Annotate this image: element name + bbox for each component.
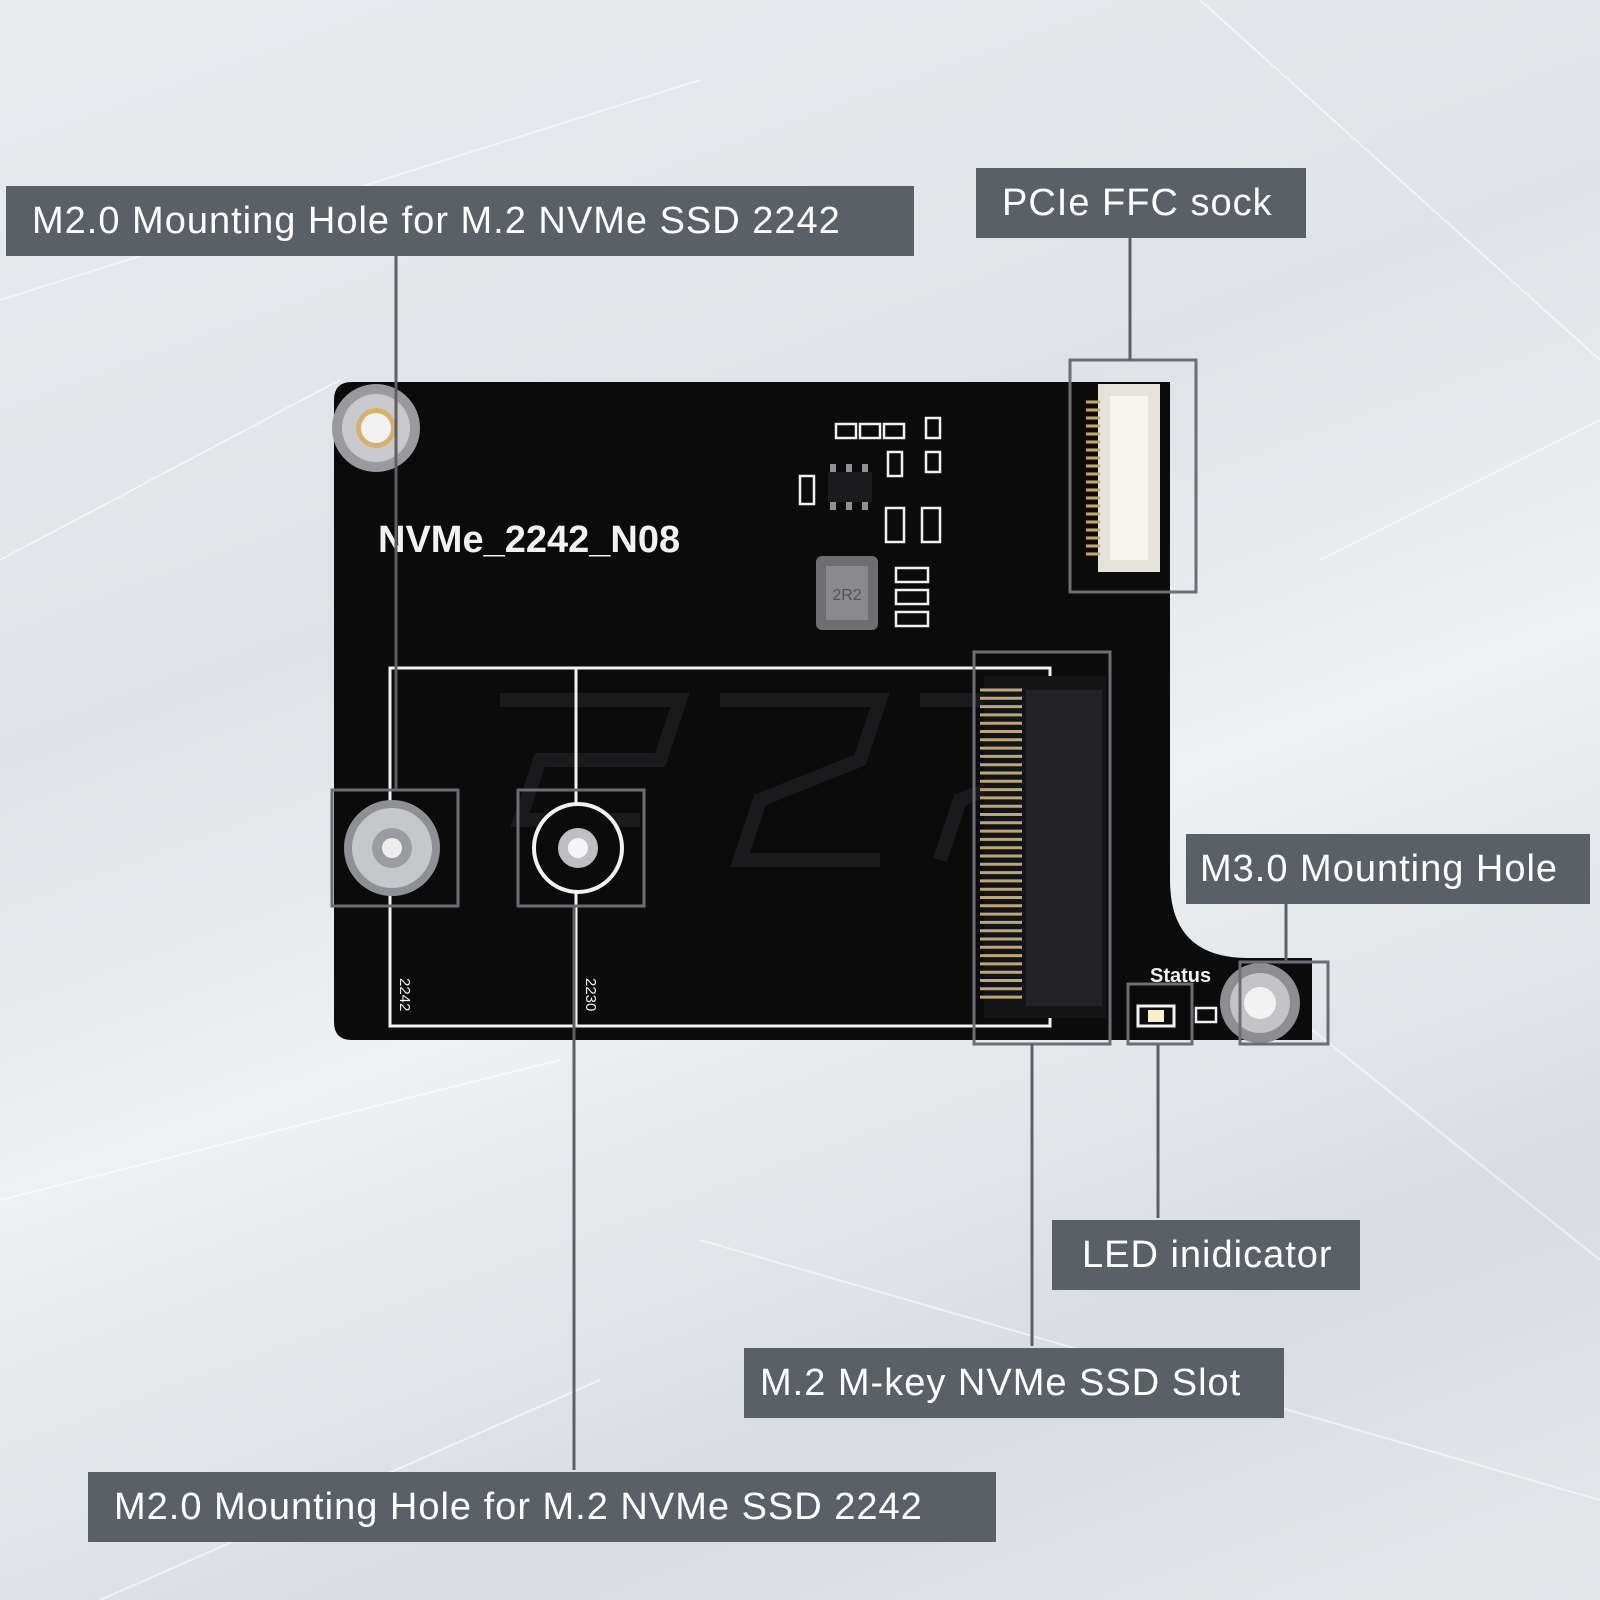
highlight-ffc [1068, 358, 1198, 594]
highlight-slot [972, 650, 1112, 1046]
highlight-m3 [1238, 960, 1330, 1046]
callout-led: LED inidicator [1052, 1220, 1360, 1290]
inductor-code: 2R2 [832, 587, 861, 604]
status-label: Status [1150, 965, 1211, 987]
ffc-connector [1086, 384, 1160, 572]
callout-m2-hole-top: M2.0 Mounting Hole for M.2 NVMe SSD 2242 [6, 186, 914, 256]
callout-m3-hole: M3.0 Mounting Hole [1186, 834, 1590, 904]
inductor: 2R2 [816, 556, 878, 630]
m2-standoff-2242 [344, 800, 440, 896]
callout-ssd-slot: M.2 M-key NVMe SSD Slot [744, 1348, 1284, 1418]
m2-pad-2230 [532, 802, 624, 894]
size-label-2242: 2242 [396, 978, 413, 1011]
m3-mounting-hole [1220, 963, 1300, 1043]
highlight-led [1126, 982, 1194, 1046]
smd-components [798, 416, 1218, 1024]
m2-slot-connector [980, 676, 1106, 1018]
highlight-boxes [330, 358, 1330, 1046]
callout-m2-hole-bottom: M2.0 Mounting Hole for M.2 NVMe SSD 2242 [88, 1472, 996, 1542]
pcb-board [334, 382, 1312, 1040]
leader-lines [394, 236, 1288, 1470]
top-left-mounting-hole [332, 384, 420, 472]
highlight-m2-2230 [516, 788, 646, 908]
size-label-2230: 2230 [582, 978, 599, 1011]
ic-chip [828, 464, 872, 510]
status-led [1136, 1004, 1176, 1028]
callout-pcie-ffc: PCIe FFC sock [976, 168, 1306, 238]
board-title: NVMe_2242_N08 [378, 519, 680, 561]
